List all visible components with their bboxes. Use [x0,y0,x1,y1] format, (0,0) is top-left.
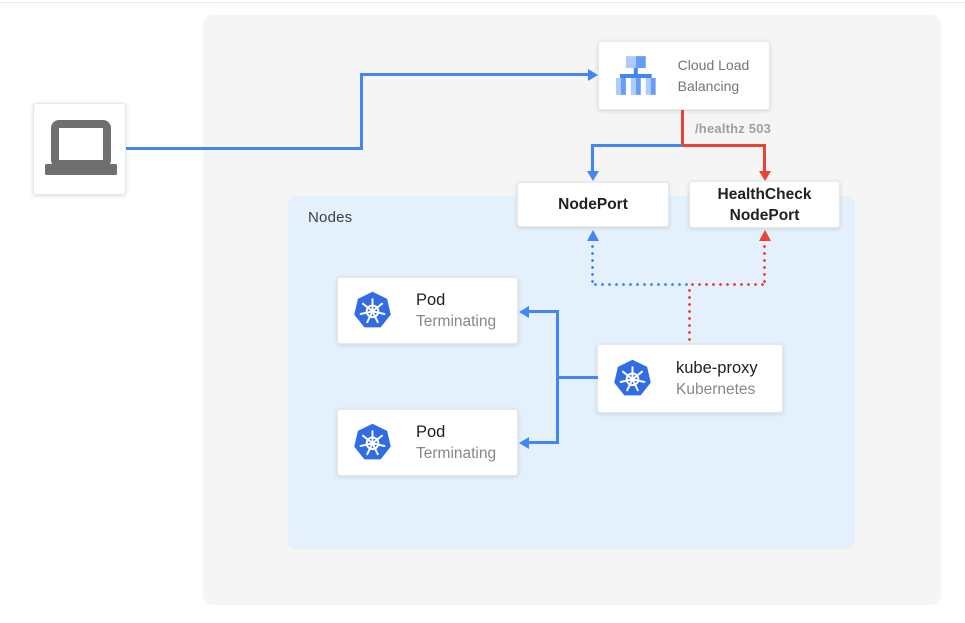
arrow-into-pod1 [519,305,529,318]
dotted-up-to-nodeport-blue [591,243,594,284]
arrow-into-cloud-lb [588,68,598,81]
kube-proxy-subtitle: Kubernetes [676,380,756,398]
laptop-icon [44,120,117,175]
pod-title: Pod [416,422,446,441]
dotted-kubeproxy-up-red [687,287,691,344]
cloud-load-balancing-node: Cloud Load Balancing [598,41,770,110]
healthcheck-nodeport-label: HealthCheck NodePort [717,185,812,224]
kubernetes-icon [354,423,391,460]
edge-to-pod2 [528,441,558,444]
kube-proxy-title: kube-proxy [676,358,758,377]
edge-lb-right-red [681,144,766,147]
dotted-horizontal-red [689,283,766,286]
arrow-dotted-into-nodeport [586,230,599,241]
nodeport-label: NodePort [558,195,628,213]
arrow-into-healthcheck-nodeport [758,171,771,181]
edge-into-nodeport-blue [591,144,594,172]
pod-title: Pod [416,290,446,309]
edge-lb-left-blue [591,144,682,147]
pod-node-2: Pod Terminating [337,409,518,476]
arrow-into-pod2 [519,436,529,449]
kubernetes-icon [354,291,391,328]
healthz-edge-label: /healthz 503 [695,121,772,136]
pod-status: Terminating [416,444,497,462]
arrow-into-nodeport [586,171,599,181]
kube-proxy-node: kube-proxy Kubernetes [597,344,783,413]
edge-to-pod1 [528,310,558,313]
load-balancer-icon [615,55,656,95]
top-divider [0,2,965,3]
edge-into-healthcheck-red [763,144,766,172]
cloud-load-balancing-label: Cloud Load Balancing [677,56,750,94]
dotted-up-to-healthcheck-red [763,243,766,284]
dotted-horizontal-blue [592,283,689,286]
nodeport-node: NodePort [517,182,669,227]
nodes-label: Nodes [308,209,353,226]
client-node [33,103,126,195]
pod-status: Terminating [416,312,497,330]
kubernetes-icon [614,359,651,396]
pod-node-1: Pod Terminating [337,277,518,344]
edge-kubeproxy-vertical [556,310,559,444]
edge-client-to-lb-h1 [126,147,363,150]
healthcheck-nodeport-node: HealthCheck NodePort [689,181,840,228]
edge-kubeproxy-left [556,376,598,379]
arrow-dotted-into-healthcheck [758,230,771,241]
edge-lb-down-red [681,110,684,147]
edge-client-to-lb-h2 [360,73,588,76]
edge-client-to-lb-v [360,73,363,150]
